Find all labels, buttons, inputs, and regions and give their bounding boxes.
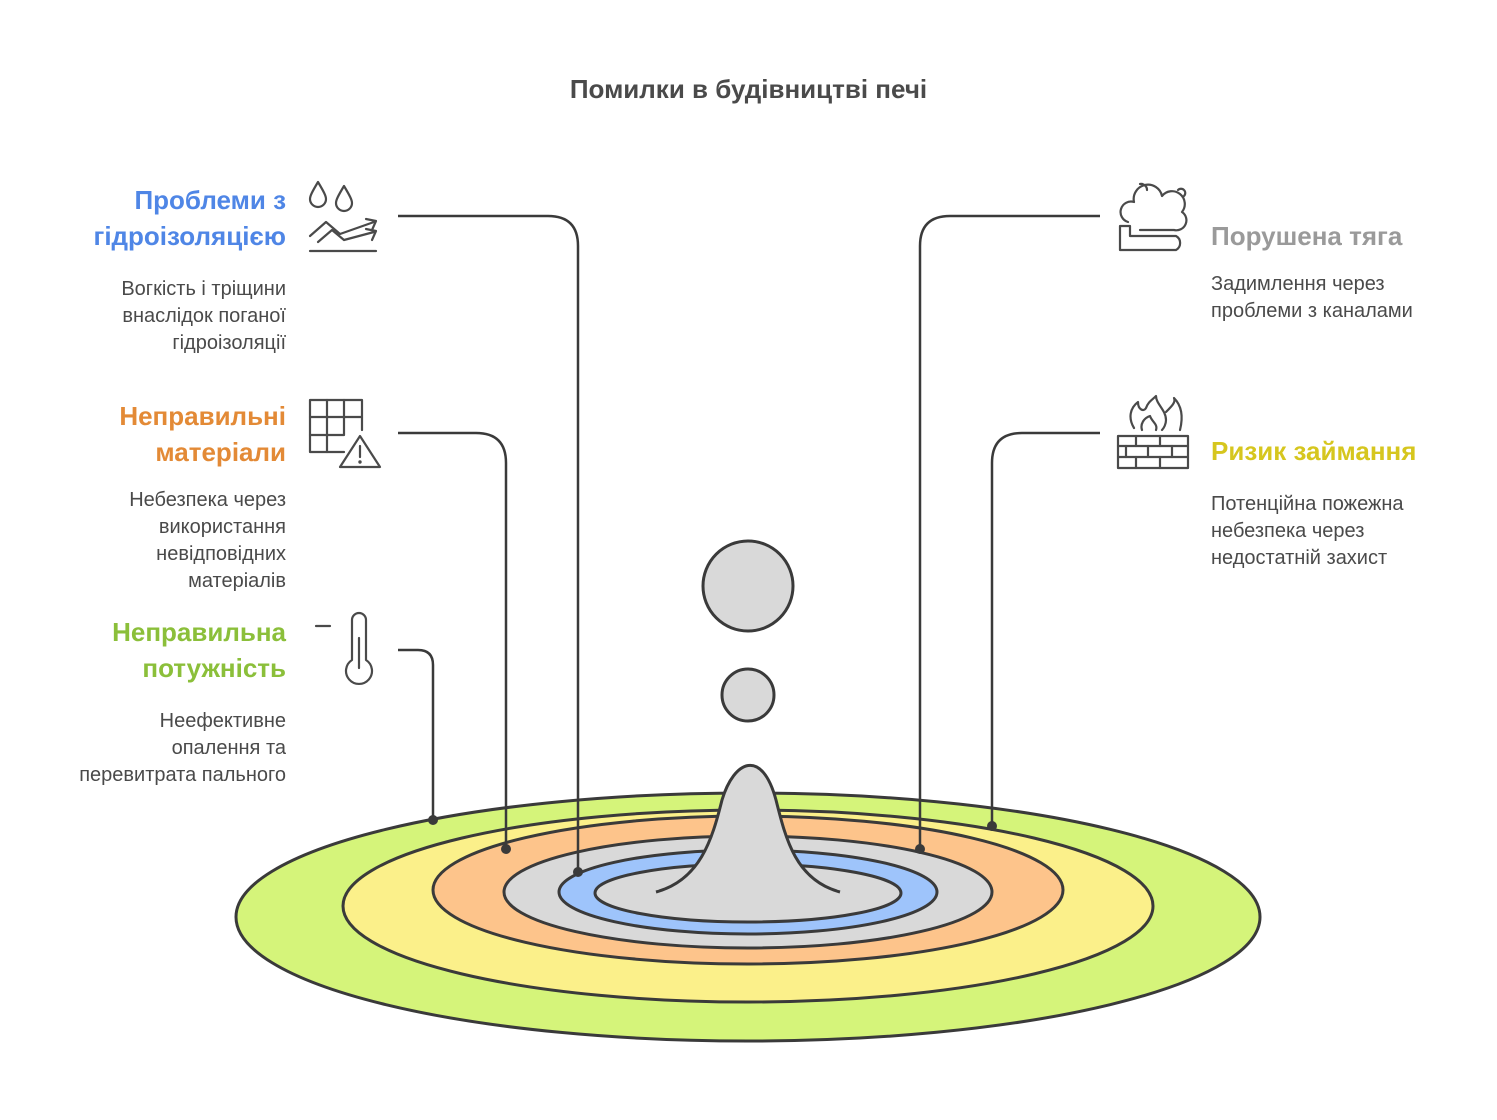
connectors bbox=[398, 214, 1100, 872]
description-materials: Небезпека через використання невідповідн… bbox=[129, 489, 286, 592]
connector-fire bbox=[990, 431, 1100, 826]
ripple-rings bbox=[234, 791, 1262, 1043]
droplet-large bbox=[701, 539, 795, 633]
heading-power: Неправильна потужність bbox=[112, 617, 286, 683]
water-drops-trend-icon bbox=[308, 180, 378, 253]
connector-waterproofing bbox=[398, 214, 580, 872]
connector-dots bbox=[428, 815, 997, 877]
dot-power bbox=[428, 815, 438, 825]
dot-waterproofing bbox=[573, 867, 583, 877]
description-draft: Задимлення через проблеми з каналами bbox=[1211, 273, 1413, 322]
description-fire: Потенційна пожежна небезпека через недос… bbox=[1211, 493, 1404, 569]
smoke-chimney-icon bbox=[1118, 182, 1188, 252]
diagram-title: Помилки в будівництві печі bbox=[569, 74, 928, 104]
description-waterproofing: Вогкість і тріщини внаслідок поганої гід… bbox=[121, 278, 286, 354]
description-power: Неефективне опалення та перевитрата паль… bbox=[79, 710, 286, 786]
heading-waterproofing: Проблеми з гідроізоляцією bbox=[93, 185, 286, 251]
heading-draft: Порушена тяга bbox=[1211, 221, 1403, 251]
heading-materials: Неправильні матеріали bbox=[119, 401, 286, 467]
grid-warning-icon bbox=[308, 398, 382, 469]
heading-fire: Ризик займання bbox=[1211, 436, 1417, 466]
splash-peak bbox=[655, 764, 841, 894]
thermometer-icon bbox=[314, 611, 374, 685]
droplet-small bbox=[720, 667, 776, 723]
connector-power bbox=[398, 648, 435, 820]
connector-materials bbox=[398, 431, 508, 849]
dot-materials bbox=[501, 844, 511, 854]
dot-draft bbox=[915, 844, 925, 854]
brick-wall-fire-icon bbox=[1116, 394, 1190, 470]
connector-draft bbox=[918, 214, 1100, 849]
dot-fire bbox=[987, 821, 997, 831]
